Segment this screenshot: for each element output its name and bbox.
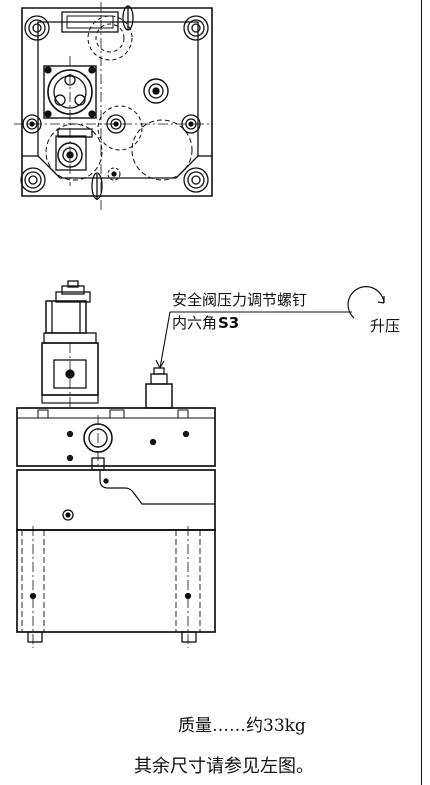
top-view-body-outline xyxy=(21,7,213,197)
front-view xyxy=(16,280,216,648)
adjust-fitting xyxy=(55,128,93,171)
rotation-arrow-icon xyxy=(347,286,385,319)
relief-valve-screw xyxy=(145,367,173,409)
corner-bolt-top-right xyxy=(183,15,209,41)
top-view xyxy=(14,2,213,210)
corner-bolt-top-left xyxy=(24,15,50,41)
port-right xyxy=(143,78,169,104)
page-edge-rule xyxy=(421,0,422,785)
upper-block xyxy=(16,407,216,467)
manifold-block xyxy=(16,469,216,531)
top-view-nameplate xyxy=(61,11,119,33)
dimension-note: 其余尺寸请参见左图。 xyxy=(134,756,314,777)
callout-leader xyxy=(155,311,352,369)
corner-bolt-bottom-left xyxy=(20,167,46,193)
relief-valve-label: 安全阀压力调节螺钉 xyxy=(172,291,308,309)
weight-text: 质量……约33kg xyxy=(178,716,306,736)
hex-socket-label: 内六角 xyxy=(172,314,218,332)
hex-size-label: S3 xyxy=(218,314,240,332)
base-block xyxy=(16,529,216,633)
solenoid-head xyxy=(55,291,91,303)
top-view-inner-outline xyxy=(37,21,199,179)
pressure-rise-label: 升压 xyxy=(370,317,401,335)
corner-bolt-bottom-right xyxy=(183,167,209,193)
